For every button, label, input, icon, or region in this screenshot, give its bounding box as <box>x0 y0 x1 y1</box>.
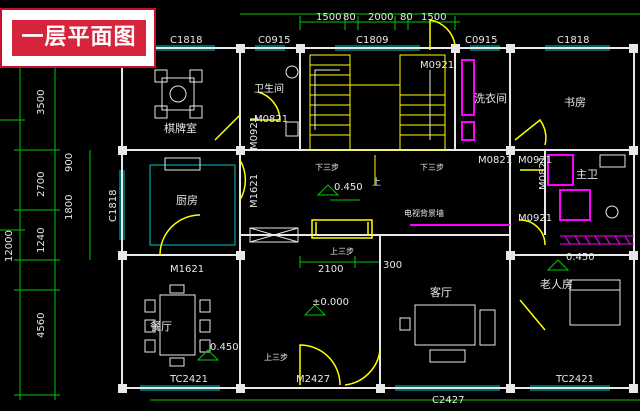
room-master-bath: 主卫 <box>576 168 598 181</box>
level-markers <box>196 184 570 361</box>
tv-wall-label: 电视背景墙 <box>404 208 444 218</box>
room-toilet: 卫生间 <box>254 82 284 95</box>
stair-down-left: 下三步 <box>315 163 339 172</box>
room-dining: 餐厅 <box>150 319 172 333</box>
door-m0921-top: M0921 <box>420 60 454 71</box>
dim-top-1500a: 1500 <box>316 12 341 23</box>
doors <box>159 19 547 386</box>
plan-title: 一层平面图 <box>12 20 146 56</box>
dim-inner-2100: 2100 <box>318 264 343 275</box>
dim-top-80a: 80 <box>343 12 356 23</box>
door-m2427: M2427 <box>296 374 330 385</box>
stair-up-dining: 上三步 <box>264 353 288 362</box>
room-elder: 老人房 <box>540 278 573 291</box>
dim-inner-300: 300 <box>383 260 402 271</box>
window-c0915-right: C0915 <box>465 35 497 46</box>
door-m0821-vertical: M0821 <box>538 156 549 190</box>
window-c2427: C2427 <box>432 395 464 406</box>
dim-left-900: 900 <box>64 153 75 172</box>
room-study: 书房 <box>564 96 586 109</box>
labels: 1500 80 2000 80 1500 3500 2700 1800 900 … <box>4 12 598 406</box>
dim-top-1500b: 1500 <box>421 12 446 23</box>
fixtures <box>410 59 591 226</box>
door-m0821-right: M0821 <box>478 155 512 166</box>
dim-left-2700: 2700 <box>36 172 47 197</box>
room-living: 客厅 <box>430 285 452 299</box>
level-living: ±0.000 <box>312 297 349 308</box>
door-m0921-wc: M0921 <box>249 116 260 150</box>
room-chess: 棋牌室 <box>164 121 197 135</box>
window-c1818-kitchen: C1818 <box>108 190 119 222</box>
dim-left-1800: 1800 <box>64 195 75 220</box>
door-m1621-kitchen: M1621 <box>249 174 260 208</box>
window-c1818-top-left: C1818 <box>170 35 202 46</box>
door-m0821-wc: M0821 <box>254 114 288 125</box>
furniture <box>144 65 626 367</box>
dim-left-4560: 4560 <box>36 313 47 338</box>
door-m1621-dining: M1621 <box>170 264 204 275</box>
dim-left-12000: 12000 <box>4 230 15 262</box>
stairs <box>309 54 446 185</box>
level-dining: 0.450 <box>210 342 239 353</box>
window-lines <box>119 45 610 391</box>
wardrobe-hatch <box>560 235 634 245</box>
window-tc2421-right: TC2421 <box>555 374 594 385</box>
stair-up-center: 上三步 <box>330 247 354 256</box>
stair-down-right: 下三步 <box>420 163 444 172</box>
dim-left-3500: 3500 <box>36 90 47 115</box>
window-c1809: C1809 <box>356 35 388 46</box>
window-tc2421-left: TC2421 <box>169 374 208 385</box>
level-hall: 0.450 <box>334 182 363 193</box>
window-c1818-top-right: C1818 <box>557 35 589 46</box>
stair-arrows <box>314 69 431 140</box>
room-kitchen: 厨房 <box>176 194 198 207</box>
window-c0915-left: C0915 <box>258 35 290 46</box>
hall-window <box>249 227 299 243</box>
dim-left-1240: 1240 <box>36 228 47 253</box>
title-badge: 一层平面图 <box>0 8 156 68</box>
dim-top-80b: 80 <box>400 12 413 23</box>
door-m0921-right2: M0921 <box>518 213 552 224</box>
dim-top-2000: 2000 <box>368 12 393 23</box>
stair-up-arrow: 上 <box>372 177 381 188</box>
walls <box>121 47 635 389</box>
level-elder: 0.450 <box>566 252 595 263</box>
room-laundry: 洗衣间 <box>474 91 507 105</box>
door-m0921-right1: M0921 <box>518 155 552 166</box>
